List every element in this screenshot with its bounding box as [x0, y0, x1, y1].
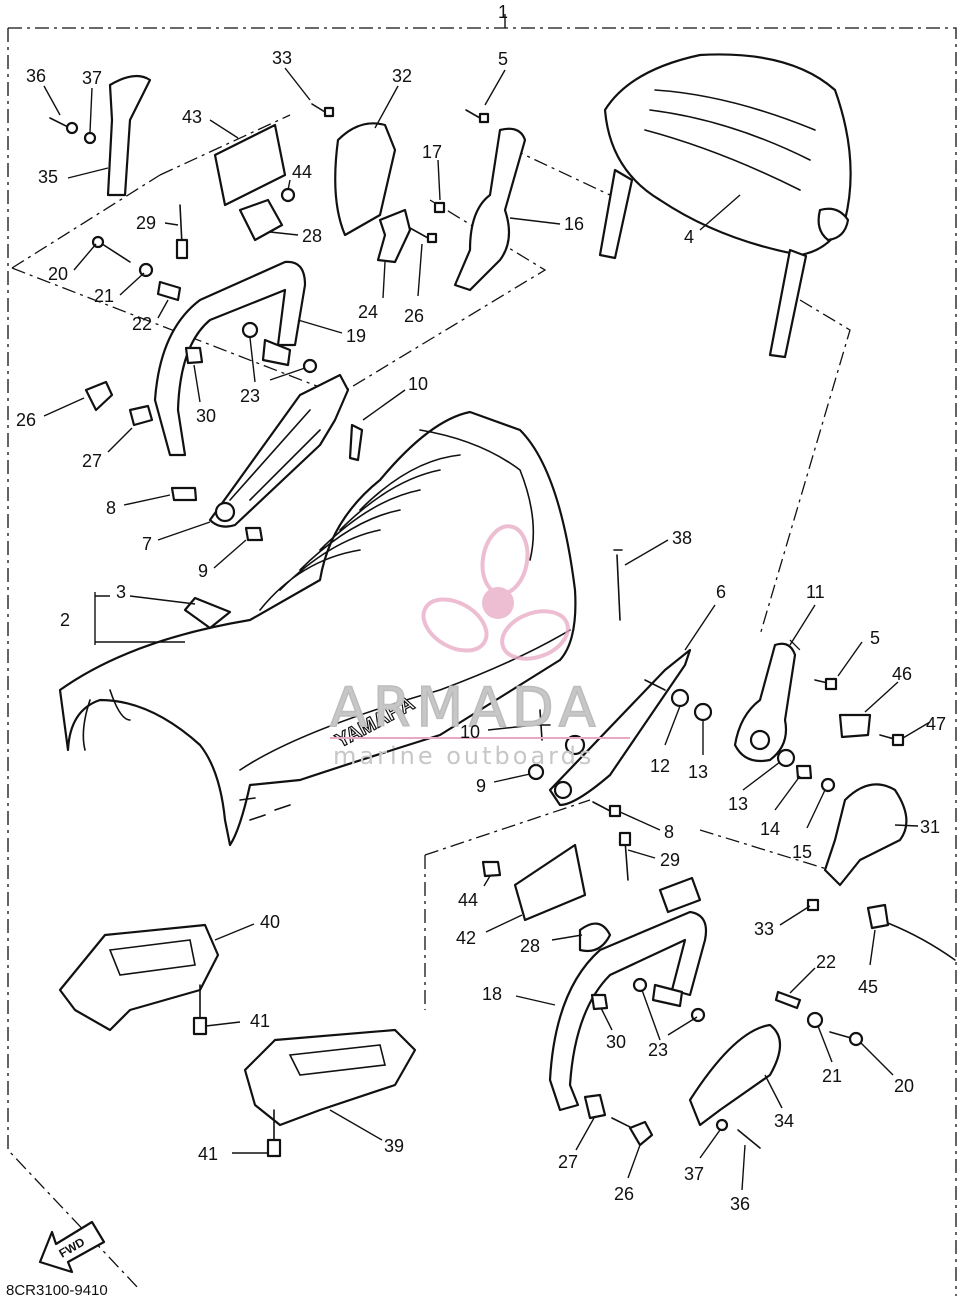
callout-8: 8 — [106, 498, 116, 518]
right-bracket — [548, 648, 692, 807]
callout-35: 35 — [38, 167, 58, 187]
callout-44: 44 — [458, 890, 478, 910]
callout-47: 47 — [926, 714, 946, 734]
watermark: ARMADA marine outboards — [329, 524, 630, 770]
callout-37: 37 — [82, 68, 102, 88]
grab-bar-right — [548, 910, 708, 1112]
callout-43: 43 — [182, 107, 202, 127]
callout-12: 12 — [650, 756, 670, 776]
callout-21: 21 — [94, 286, 114, 306]
callout-20: 20 — [48, 264, 68, 284]
hardware — [49, 103, 905, 1158]
callout-26: 26 — [614, 1184, 634, 1204]
callout-23: 23 — [648, 1040, 668, 1060]
callout-5: 5 — [870, 628, 880, 648]
callout-27: 27 — [558, 1152, 578, 1172]
seat-assembly: YAMAHA — [58, 410, 577, 847]
callout-30: 30 — [196, 406, 216, 426]
callout-26: 26 — [404, 306, 424, 326]
callout-42: 42 — [456, 928, 476, 948]
callout-30: 30 — [606, 1032, 626, 1052]
lower-right-box — [424, 799, 831, 1010]
watermark-propeller-icon — [421, 524, 570, 661]
callout-13: 13 — [728, 794, 748, 814]
callout-36: 36 — [26, 66, 46, 86]
callout-7: 7 — [142, 534, 152, 554]
plate-43 — [213, 123, 287, 207]
callout-10: 10 — [460, 722, 480, 742]
reference-code: 8CR3100-9410 — [6, 1282, 108, 1299]
tray-39 — [243, 1028, 417, 1127]
callout-22: 22 — [132, 314, 152, 334]
callout-14: 14 — [760, 819, 780, 839]
callout-11: 11 — [806, 582, 825, 602]
wire-45 — [879, 919, 956, 961]
callout-5: 5 — [498, 49, 508, 69]
callout-10: 10 — [408, 374, 428, 394]
mount-arm-11 — [733, 642, 797, 763]
callout-13: 13 — [688, 762, 708, 782]
connector-46 — [838, 713, 872, 739]
callout-26: 26 — [16, 410, 36, 430]
plate-42 — [513, 843, 587, 922]
callout-21: 21 — [822, 1066, 842, 1086]
callout-19: 19 — [346, 326, 366, 346]
fwd-arrow-icon: FWD — [38, 1220, 106, 1274]
assembly-callout: 1 — [498, 2, 508, 22]
left-bracket — [208, 373, 364, 528]
callout-38: 38 — [672, 528, 692, 548]
callout-27: 27 — [82, 451, 102, 471]
callout-46: 46 — [892, 664, 912, 684]
callout-34: 34 — [774, 1111, 794, 1131]
callout-36: 36 — [730, 1194, 750, 1214]
callout-40: 40 — [260, 912, 280, 932]
callout-15: 15 — [792, 842, 812, 862]
support-34 — [688, 1023, 782, 1127]
knob-31 — [823, 783, 908, 887]
callout-9: 9 — [476, 776, 486, 796]
callout-23: 23 — [240, 386, 260, 406]
callout-45: 45 — [858, 977, 878, 997]
backrest — [598, 53, 852, 359]
callout-41: 41 — [198, 1144, 218, 1164]
clamp-32 — [334, 122, 397, 237]
callout-3: 3 — [116, 582, 126, 602]
callout-18: 18 — [482, 984, 502, 1004]
pivot-arm-16 — [453, 127, 527, 292]
pivot-arm-left — [106, 74, 152, 197]
grab-bar-left — [153, 260, 307, 457]
callout-39: 39 — [384, 1136, 404, 1156]
callout-20: 20 — [894, 1076, 914, 1096]
callout-32: 32 — [392, 66, 412, 86]
watermark-subtitle: marine outboards — [333, 742, 594, 770]
latch-24 — [376, 208, 412, 264]
callout-33: 33 — [754, 919, 774, 939]
callout-24: 24 — [358, 302, 378, 322]
callout-2: 2 — [60, 610, 70, 630]
tray-40 — [58, 923, 220, 1032]
callout-37: 37 — [684, 1164, 704, 1184]
callout-28: 28 — [302, 226, 322, 246]
backrest-link-line-2 — [509, 147, 611, 196]
callout-33: 33 — [272, 48, 292, 68]
watermark-title: ARMADA — [330, 676, 602, 739]
callout-28: 28 — [520, 936, 540, 956]
callout-22: 22 — [816, 952, 836, 972]
leader-lines — [43, 67, 931, 1191]
callout-29: 29 — [660, 850, 680, 870]
callout-labels: 36 37 35 33 32 43 44 5 17 16 29 28 20 21… — [16, 48, 946, 1214]
callout-44: 44 — [292, 162, 312, 182]
callout-9: 9 — [198, 561, 208, 581]
callout-41: 41 — [250, 1011, 270, 1031]
callout-16: 16 — [564, 214, 584, 234]
callout-17: 17 — [422, 142, 442, 162]
callout-31: 31 — [920, 817, 940, 837]
callout-29: 29 — [136, 213, 156, 233]
callout-8: 8 — [664, 822, 674, 842]
callout-4: 4 — [684, 227, 694, 247]
callout-6: 6 — [716, 582, 726, 602]
